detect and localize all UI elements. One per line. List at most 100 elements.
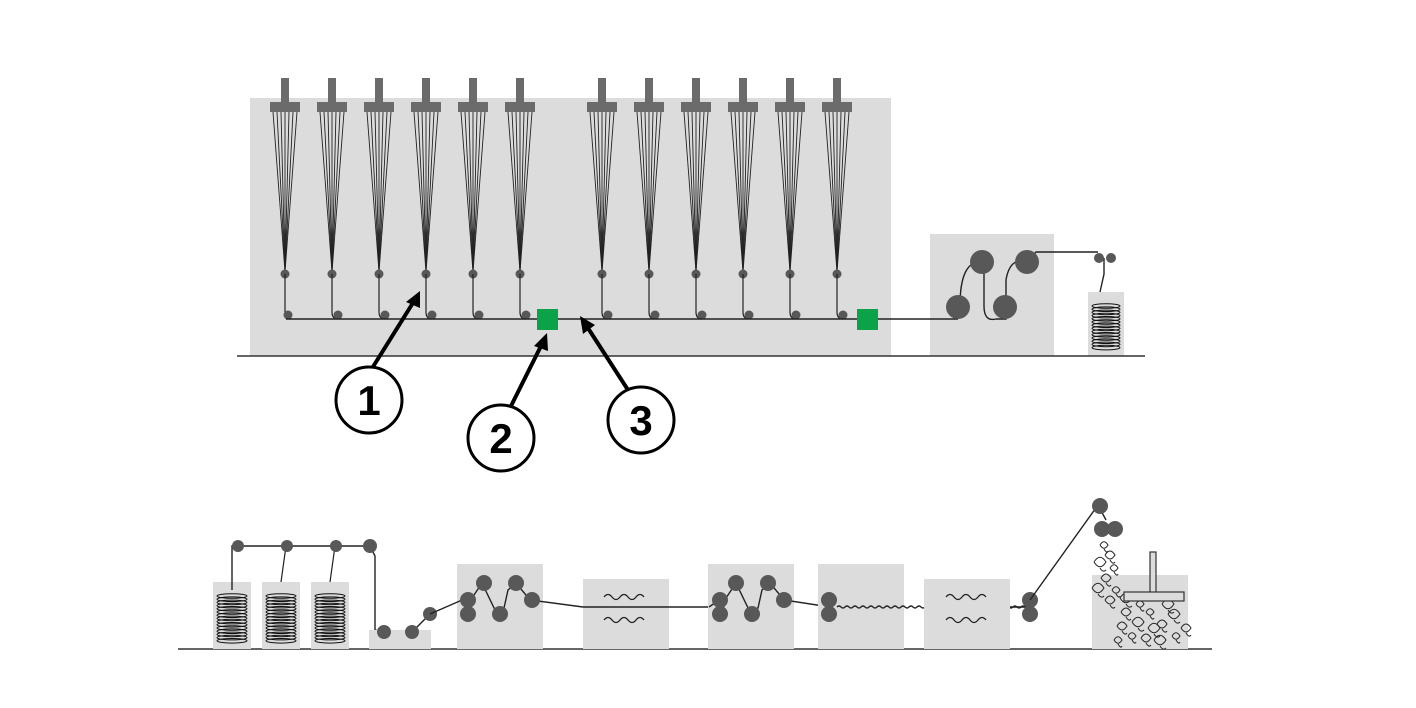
bobbin-winding (1091, 344, 1121, 351)
filament (789, 111, 799, 273)
bobbin-winding (265, 593, 297, 599)
bobbin-winding (265, 599, 297, 606)
bobbin-winding (265, 634, 297, 641)
spinneret-stem (692, 78, 700, 104)
sensor-block-1 (537, 309, 558, 330)
spinneret-position (634, 78, 664, 320)
filament (601, 111, 615, 273)
filament (366, 111, 380, 273)
callout-label-2: 2 (489, 415, 512, 462)
bobbin-winding (265, 609, 297, 615)
filament (824, 111, 838, 273)
bobbin-winding (265, 606, 297, 612)
spinneret-stem (833, 78, 841, 104)
bobbin-winding (314, 628, 346, 635)
heat-wave-icon (603, 593, 645, 624)
guide-roller (650, 310, 660, 320)
feed-roller (1092, 498, 1108, 514)
filament (687, 111, 697, 273)
draw-roller (776, 592, 792, 608)
draw-roller (744, 606, 760, 622)
filament (327, 111, 333, 273)
cutter-roller (1094, 521, 1110, 537)
callouts: 1 2 3 (334, 291, 676, 473)
filament (601, 111, 611, 273)
filament (836, 111, 842, 273)
bobbin-winding (265, 628, 297, 635)
bobbin-icon (1091, 303, 1121, 351)
bobbin-winding (1091, 325, 1121, 332)
bobbin-winding (1091, 341, 1121, 348)
staple-fiber-curl (1109, 564, 1119, 576)
filament (425, 111, 435, 273)
guide-roller (791, 310, 801, 320)
guide-roller (333, 310, 343, 320)
filament (742, 111, 748, 273)
spinneret-stem (516, 78, 524, 104)
guide-roller (744, 310, 754, 320)
bobbin-winding (1091, 332, 1121, 338)
filament (789, 111, 795, 273)
spinneret-position (364, 78, 394, 320)
guide-roller (1094, 253, 1104, 263)
bobbin-winding (1091, 306, 1121, 313)
filament (734, 111, 744, 273)
staple-fiber-curl (1100, 573, 1112, 587)
filament (738, 111, 744, 273)
spinneret-head (505, 102, 535, 112)
filament (370, 111, 380, 273)
bottom-production-line (178, 498, 1212, 650)
spinneret-head (364, 102, 394, 112)
creel-roller (232, 540, 244, 552)
filament (589, 111, 603, 273)
spinneret-stem (422, 78, 430, 104)
guide-roller (283, 310, 293, 320)
filament (648, 111, 662, 273)
staple-fiber-curl (1120, 607, 1132, 621)
spinneret-position (587, 78, 617, 320)
guide-roller (838, 310, 848, 320)
bobbin-winding (1091, 319, 1121, 325)
bobbin-winding (216, 622, 248, 628)
bobbin-winding (314, 599, 346, 606)
staple-fiber-curl (1153, 634, 1167, 650)
filament (519, 111, 525, 273)
spinneret-head (822, 102, 852, 112)
bobbin-winding (314, 602, 346, 609)
spinneret-head (634, 102, 664, 112)
spinneret-head (458, 102, 488, 112)
bobbin-winding (216, 609, 248, 615)
crimper-roller (821, 592, 837, 608)
bobbin-winding (314, 596, 346, 603)
bobbin-winding (314, 618, 346, 625)
draw-roller (460, 592, 476, 608)
filament (460, 111, 474, 273)
filament (280, 111, 286, 273)
spinning-unit-housing (250, 98, 891, 356)
bobbin-winding (216, 615, 248, 622)
bobbin-winding (265, 631, 297, 638)
filament (648, 111, 658, 273)
bobbin-winding (1091, 316, 1121, 322)
filament (828, 111, 838, 273)
draw-roller (524, 592, 540, 608)
creel-housing (213, 582, 251, 649)
bobbin-winding (216, 606, 248, 612)
filament (378, 111, 388, 273)
staple-fiber-curl (1131, 616, 1145, 632)
filament (417, 111, 427, 273)
filament (276, 111, 286, 273)
filament (272, 111, 286, 273)
bobbin-winding (216, 618, 248, 625)
filament (597, 111, 603, 273)
staple-fiber-curl (1091, 582, 1105, 598)
bobbin-winding (216, 638, 248, 644)
filament (648, 111, 654, 273)
filament (836, 111, 846, 273)
draw-roller (712, 592, 728, 608)
sensor-block-2 (857, 309, 878, 330)
bobbin-winding (314, 609, 346, 615)
bobbin-icon (314, 593, 346, 644)
bobbin-winding (216, 631, 248, 638)
